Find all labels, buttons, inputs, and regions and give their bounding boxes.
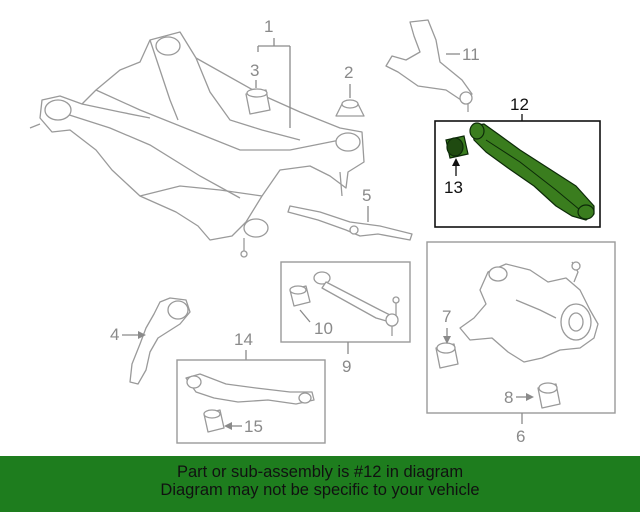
callout-10: 10 (299, 309, 333, 338)
lower-arm-14[interactable] (185, 373, 315, 405)
lower-control-arm-12[interactable] (469, 122, 595, 221)
upper-control-arm-11[interactable] (385, 19, 473, 112)
callout-11: 11 (446, 45, 480, 64)
callout-6-label: 6 (516, 427, 525, 446)
bushing-10[interactable] (289, 285, 311, 307)
callout-15: 15 (224, 417, 263, 436)
knuckle-6[interactable] (459, 261, 599, 363)
bushing-13[interactable] (445, 135, 469, 159)
mount-2[interactable] (335, 99, 365, 117)
bushing-15[interactable] (203, 409, 225, 433)
callout-13-label: 13 (444, 178, 463, 197)
lateral-link-5[interactable] (287, 205, 413, 241)
callout-4: 4 (110, 325, 146, 344)
parts-diagram: 1 3 2 11 5 12 (29, 17, 616, 446)
callout-13: 13 (444, 158, 463, 197)
callout-3-label: 3 (250, 61, 259, 80)
bushing-8[interactable] (537, 382, 561, 409)
callout-3: 3 (250, 61, 259, 88)
callout-2-label: 2 (344, 63, 353, 82)
info-banner: Part or sub-assembly is #12 in diagram D… (0, 456, 640, 512)
trailing-link-4[interactable] (129, 297, 191, 385)
callout-5: 5 (362, 186, 371, 222)
box-9: 9 (280, 261, 411, 376)
callout-15-label: 15 (244, 417, 263, 436)
bushing-3[interactable] (245, 88, 271, 115)
callout-9-label: 9 (342, 357, 351, 376)
callout-11-label: 11 (462, 45, 480, 64)
callout-2: 2 (344, 63, 353, 98)
callout-7-label: 7 (442, 307, 451, 326)
callout-8: 8 (504, 388, 534, 407)
callout-7: 7 (442, 307, 451, 344)
callout-1-label: 1 (264, 17, 273, 36)
bushing-7[interactable] (435, 342, 459, 369)
banner-line-2: Diagram may not be specific to your vehi… (160, 481, 480, 499)
toe-link-9[interactable] (313, 271, 400, 336)
callout-8-label: 8 (504, 388, 513, 407)
callout-12-label: 12 (510, 95, 529, 114)
callout-10-label: 10 (314, 319, 333, 338)
callout-1: 1 (257, 17, 291, 128)
callout-4-label: 4 (110, 325, 119, 344)
subframe-crossmember[interactable] (29, 31, 365, 258)
highlight-box-12: 12 (434, 95, 601, 228)
box-6: 6 (426, 241, 616, 446)
banner-line-1: Part or sub-assembly is #12 in diagram (176, 463, 464, 481)
box-14: 14 (176, 330, 326, 444)
callout-5-label: 5 (362, 186, 371, 205)
callout-14-label: 14 (234, 330, 253, 349)
